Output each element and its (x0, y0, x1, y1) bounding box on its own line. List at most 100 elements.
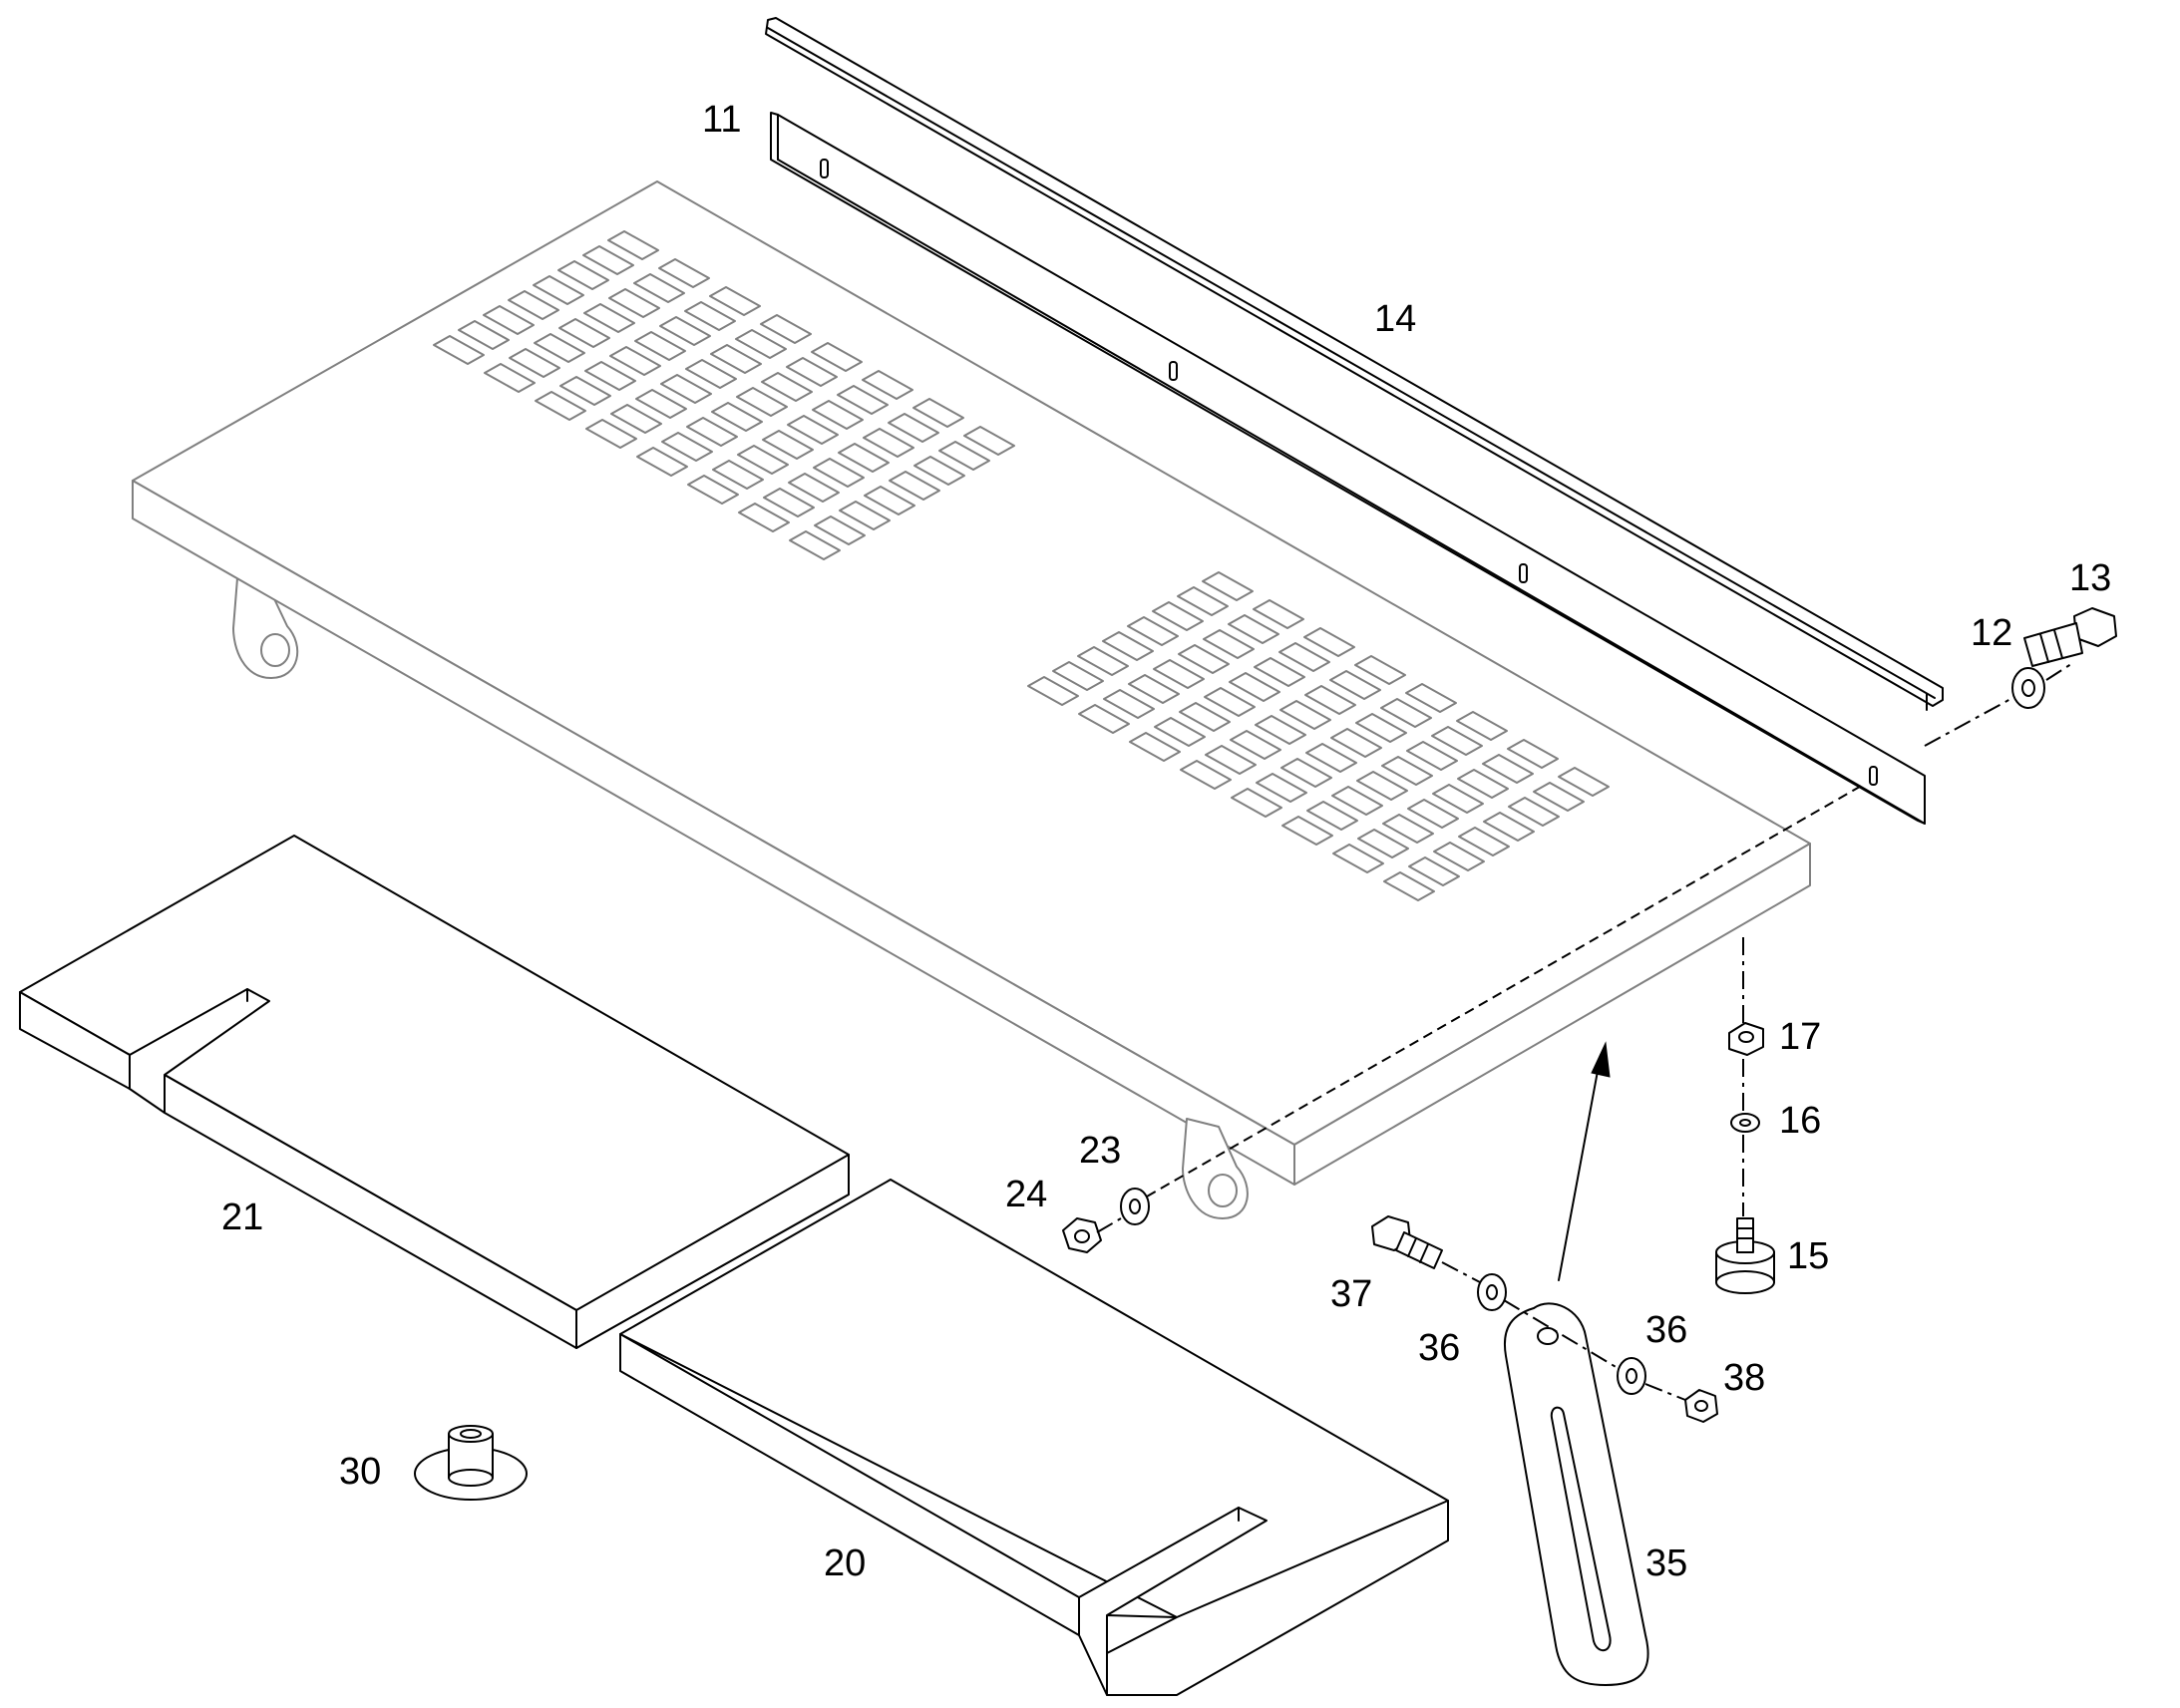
vent-slot (584, 361, 636, 391)
vent-slot (1329, 670, 1381, 700)
part-20-block (619, 1179, 1449, 1696)
callout-38: 38 (1723, 1357, 1765, 1399)
vent-slot (1255, 715, 1306, 745)
vent-slot (609, 346, 661, 376)
vent-slot (1303, 627, 1355, 657)
vent-slot (1228, 614, 1279, 644)
vent-slot (1330, 728, 1382, 758)
vent-slot (1177, 586, 1229, 616)
vent-slot (585, 419, 637, 449)
vent-slot (1306, 801, 1358, 831)
part-30-foot (414, 1425, 528, 1501)
vent-slot (1354, 655, 1406, 685)
vent-slot (607, 230, 659, 260)
vent-slot (837, 385, 889, 415)
vent-slot (1357, 829, 1409, 858)
vent-slot (535, 391, 586, 421)
vent-slots-right (1027, 571, 1610, 901)
vent-slot (1356, 771, 1408, 801)
vent-slot (712, 460, 764, 490)
vent-slot (661, 432, 713, 462)
vent-slot (1254, 657, 1305, 687)
callout-24: 24 (1005, 1174, 1047, 1215)
vent-slot (608, 288, 660, 318)
vent-slot (634, 331, 686, 361)
vent-slot (709, 286, 761, 316)
vent-slot (558, 318, 610, 348)
vent-slot (1152, 601, 1204, 631)
vent-slot (1382, 814, 1434, 844)
vent-slot (1127, 616, 1179, 646)
part-38-nut (1684, 1389, 1718, 1423)
vent-slot (1405, 683, 1457, 713)
vent-slot (1458, 827, 1510, 856)
vent-slot (1280, 758, 1332, 788)
vent-slot (863, 428, 914, 458)
part-24-nut (1062, 1217, 1102, 1253)
vent-slot (582, 245, 634, 275)
vent-slot (1304, 685, 1356, 715)
vent-slot (533, 275, 584, 305)
part-14-rail (765, 17, 1944, 711)
callout-36a: 36 (1418, 1327, 1460, 1369)
vent-slot (1102, 631, 1154, 661)
vent-slot (1052, 661, 1104, 691)
vent-slot (1253, 599, 1304, 629)
vent-slot (1256, 773, 1307, 803)
callout-13: 13 (2069, 557, 2111, 599)
vent-slot (685, 359, 737, 389)
vent-slot (1533, 782, 1585, 812)
vent-slot (839, 501, 891, 530)
vent-slot (1332, 844, 1384, 873)
vent-slot (1406, 741, 1458, 771)
vent-slot (1103, 689, 1155, 719)
vent-slot (484, 363, 536, 393)
vent-slot (1408, 856, 1460, 886)
callout-35: 35 (1645, 1542, 1687, 1584)
part-17-nut (1728, 1022, 1764, 1056)
callout-36b: 36 (1645, 1309, 1687, 1351)
vent-slot (1154, 717, 1206, 747)
vent-slot (789, 530, 841, 560)
callout-16: 16 (1779, 1100, 1821, 1142)
vent-slot (761, 372, 813, 402)
vent-slot (938, 441, 990, 471)
vent-slot (1202, 571, 1254, 601)
vent-slot (509, 348, 560, 378)
vent-slot (1128, 674, 1180, 704)
vent-slot (736, 387, 788, 417)
vent-slot (687, 475, 739, 505)
vent-slot (862, 370, 913, 400)
vent-slot (686, 417, 738, 447)
vent-slot (912, 398, 964, 428)
vent-slot (610, 404, 662, 434)
vent-slot (811, 342, 863, 372)
vent-slot (737, 445, 789, 475)
vent-slot (1279, 700, 1331, 730)
callout-labels: 11 12 13 14 15 16 17 20 21 23 24 30 35 3… (221, 99, 2111, 1584)
vent-slot (813, 458, 865, 488)
vent-slot (1558, 767, 1610, 797)
vent-slot (508, 290, 559, 320)
vent-slot (1231, 788, 1282, 818)
callout-20: 20 (824, 1542, 866, 1584)
vent-slot (1483, 812, 1535, 842)
vent-slot (1482, 754, 1534, 784)
vent-slot (814, 515, 866, 545)
vent-slot (1457, 769, 1509, 799)
vent-slot (1180, 760, 1232, 790)
vent-slot (559, 376, 611, 406)
vent-slot (635, 389, 687, 419)
vent-slot (583, 303, 635, 333)
part-36-washer-a (1477, 1273, 1507, 1311)
vent-slot (1230, 730, 1281, 760)
vent-slot (1178, 644, 1230, 674)
vent-slot (1153, 659, 1205, 689)
vent-slot (1179, 702, 1231, 732)
vent-slot (888, 413, 939, 443)
vent-slot (1456, 711, 1508, 741)
vent-slot (735, 329, 787, 359)
part-11-slotted-bar (770, 112, 1926, 825)
vent-slot (534, 333, 585, 363)
